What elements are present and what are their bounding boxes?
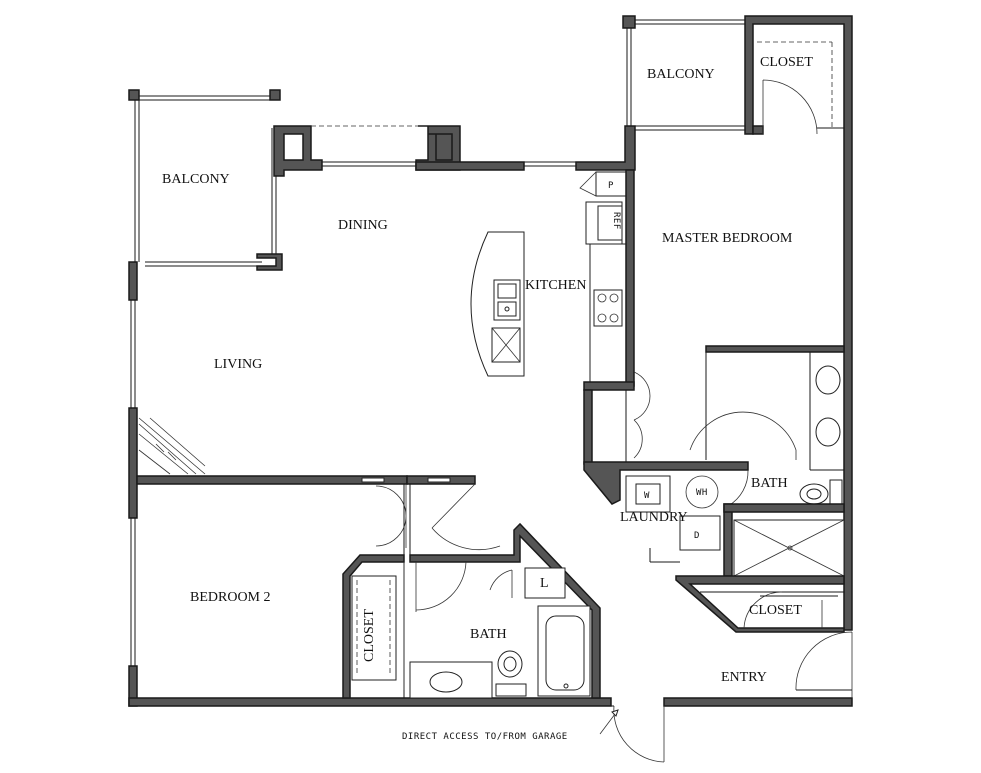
label-dining: DINING xyxy=(338,218,388,233)
label-closet-entry: CLOSET xyxy=(749,603,802,618)
label-laundry: LAUNDRY xyxy=(620,510,688,525)
kitchen xyxy=(470,169,635,391)
label-bedroom-2: BEDROOM 2 xyxy=(190,590,271,605)
label-balcony-left: BALCONY xyxy=(162,172,230,187)
mark-washer: W xyxy=(644,491,650,501)
balcony-top xyxy=(622,15,745,131)
dining-columns xyxy=(273,125,461,177)
label-kitchen: KITCHEN xyxy=(525,278,586,293)
mark-pantry: P xyxy=(608,181,614,191)
label-master-bedroom: MASTER BEDROOM xyxy=(662,231,793,246)
mark-dryer: D xyxy=(694,531,700,541)
label-balcony-top: BALCONY xyxy=(647,67,715,82)
laundry xyxy=(625,475,721,563)
entry-closet xyxy=(675,575,845,633)
label-bath-2: BATH xyxy=(470,627,507,642)
label-linen: L xyxy=(540,576,549,591)
south-wall xyxy=(128,697,853,763)
label-entry: ENTRY xyxy=(721,670,767,685)
west-wall xyxy=(128,261,206,707)
label-bath-master: BATH xyxy=(751,476,788,491)
bath-2 xyxy=(409,522,601,699)
bedroom2-closet xyxy=(342,554,405,699)
balcony-left xyxy=(128,89,283,271)
mark-refrigerator: REF xyxy=(611,212,621,230)
master-bath xyxy=(583,345,845,577)
garage-access-note: DIRECT ACCESS TO/FROM GARAGE xyxy=(402,732,568,742)
label-closet-master: CLOSET xyxy=(760,55,813,70)
label-closet-bedroom2: CLOSET xyxy=(362,609,377,662)
master-closet xyxy=(744,15,853,631)
label-living: LIVING xyxy=(214,357,262,372)
mark-water-heater: WH xyxy=(696,488,708,498)
entry-door xyxy=(795,631,853,698)
